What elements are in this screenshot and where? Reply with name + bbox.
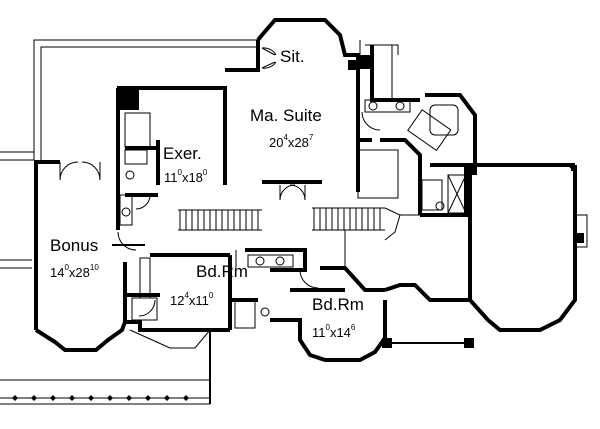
ridge-mark [12,395,18,401]
depth-feet: 28 [75,265,89,280]
room-label-bedroom-2: Bd.Rm 110x146 [312,295,364,340]
dimension-separator: x [288,135,295,150]
room-dimensions: 110x146 [312,323,356,340]
width-inches: 4 [184,291,189,300]
depth-feet: 18 [188,170,202,185]
width-inches: 4 [283,133,288,142]
room-name: Bd.Rm [196,262,248,281]
room-label-bonus: Bonus 140x2810 [50,236,99,280]
width-feet: 12 [170,293,184,308]
room-name: Exer. [163,144,202,163]
ridge-mark [164,395,170,401]
width-inches: 0 [326,323,331,332]
room-dimensions: 204x287 [269,133,314,150]
depth-inches: 6 [351,323,356,332]
width-feet: 11 [312,325,326,340]
stairs-right [312,207,401,241]
width-inches: 0 [64,263,69,272]
ridge-mark [69,395,75,401]
fixtures [117,40,588,348]
ridge-mark [183,395,189,401]
room-name: Bd.Rm [312,295,364,314]
dimension-separator: x [182,170,189,185]
width-feet: 20 [269,135,283,150]
ridge-mark [88,395,94,401]
room-dimensions: 124x110 [170,291,214,308]
stairs-left [178,209,262,231]
roof-ridge-marks [12,395,189,401]
width-feet: 11 [164,170,178,185]
depth-inches: 10 [90,263,99,272]
depth-inches: 0 [209,291,214,300]
ridge-mark [126,395,132,401]
width-inches: 0 [178,168,183,177]
ridge-mark [145,395,151,401]
depth-feet: 14 [336,325,350,340]
depth-inches: 0 [203,168,208,177]
room-dimensions: 140x2810 [50,263,99,280]
room-dimensions: 110x180 [164,168,208,185]
doors [59,47,381,317]
depth-feet: 28 [294,135,308,150]
room-label-master-suite: Ma. Suite 204x287 [250,106,322,150]
roof-outline [0,39,258,405]
room-label-exercise: Exer. 110x180 [163,144,208,185]
room-name: Sit. [280,47,305,66]
depth-feet: 11 [195,293,209,308]
room-label-sitting: Sit. [280,47,305,66]
ridge-mark [107,395,113,401]
dimension-separator: x [69,265,76,280]
dimension-separator: x [189,293,196,308]
ridge-mark [50,395,56,401]
depth-inches: 7 [309,133,314,142]
width-feet: 14 [50,265,64,280]
room-name: Bonus [50,236,98,255]
ridge-mark [31,395,37,401]
room-name: Ma. Suite [250,106,322,125]
room-label-bedroom-1: Bd.Rm 124x110 [170,262,248,308]
dimension-separator: x [330,325,337,340]
